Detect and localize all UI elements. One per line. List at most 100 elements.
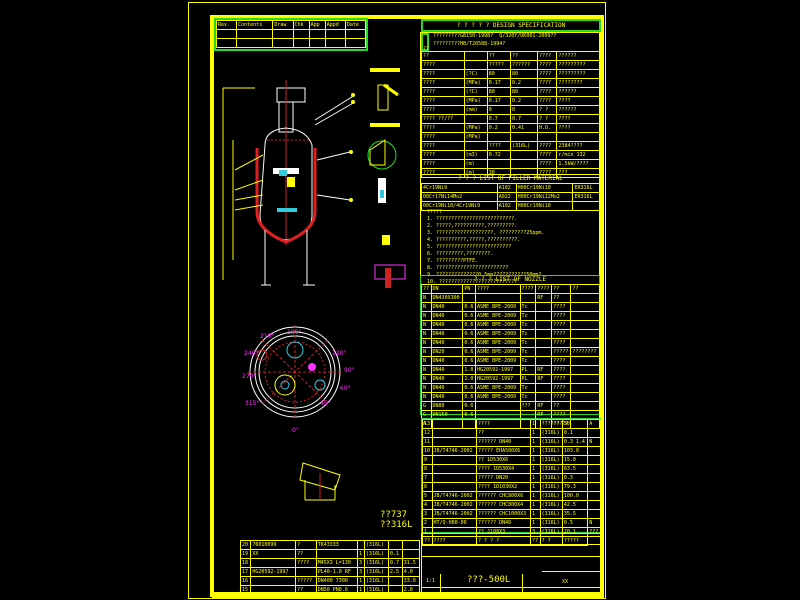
spec-unit: (m3) (463, 150, 488, 160)
spec-pv: ??? (556, 168, 600, 178)
spec-row: ????(m)30??????? (421, 168, 600, 178)
spec-p: ???? (537, 87, 558, 97)
spec-pv: ???????? (556, 78, 600, 88)
spec-v1: 80 (486, 87, 512, 97)
spec-unit (463, 141, 488, 151)
table-cell: JB/T4746-2002 (431, 509, 478, 519)
table-cell: 0.6 (462, 302, 477, 312)
table-cell (570, 383, 600, 393)
spec-pv: ?????? (556, 105, 600, 115)
table-cell: ? (295, 540, 317, 550)
table-cell: ???? (551, 356, 572, 366)
table-cell: 1 (530, 437, 541, 447)
table-cell: RF (535, 365, 553, 375)
table-cell: Tc (519, 311, 537, 321)
table-cell: 35.5 (561, 509, 589, 519)
scale-value: 1:1 (426, 578, 436, 584)
table-cell: ???? (295, 558, 317, 568)
spec-name: ???? ??/?? (421, 114, 465, 124)
table-cell (431, 437, 478, 447)
table-cell: 0.6 (462, 311, 477, 321)
table-cell: ???? (551, 302, 572, 312)
table-cell: (316L) (539, 428, 563, 438)
table-cell (587, 428, 601, 438)
table-cell (431, 455, 478, 465)
table-cell (519, 293, 537, 303)
table-cell: 4 (422, 500, 433, 510)
spec-name: ???? (421, 150, 465, 160)
table-cell: A022 (496, 192, 517, 202)
table-cell: (316L) (363, 567, 390, 577)
table-cell: ER316L (572, 192, 600, 202)
table-cell: 0.1 (388, 549, 403, 559)
spec-unit: (MPa) (463, 132, 488, 142)
table-cell (587, 473, 601, 483)
table-cell (570, 338, 600, 348)
rev-header: Appd (324, 20, 346, 30)
spec-pv: ???? (556, 114, 600, 124)
spec-v2: 0.7 (509, 114, 539, 124)
table-cell (535, 383, 553, 393)
rev-header: App (308, 20, 326, 30)
table-cell (570, 320, 600, 330)
table-cell: (316L) (539, 473, 563, 483)
table-cell (431, 428, 478, 438)
spec-name: ?? (421, 51, 465, 61)
note-item: 10. ?????????????????????????? (427, 279, 518, 285)
table-cell: DN40 (430, 374, 464, 384)
table-cell (587, 464, 601, 474)
table-cell: RF (535, 293, 553, 303)
table-cell: DN40 (430, 383, 464, 393)
table-cell: ASME BPE-2009 (475, 302, 521, 312)
table-cell (570, 293, 600, 303)
spec-p: ???? (537, 69, 558, 79)
spec-row: ???????????????????????????? (421, 60, 600, 70)
spec-v2: ?????? (509, 60, 539, 70)
table-cell: ASME BPE-2009 (475, 320, 521, 330)
table-cell: (316L) (363, 549, 390, 559)
table-cell: PL40-1.0 RF (315, 567, 359, 577)
table-cell (587, 455, 601, 465)
spec-v2: ?? (509, 51, 539, 61)
table-cell: 7 (422, 473, 433, 483)
svg-text:0°: 0° (292, 427, 299, 434)
material-line-1: ??737 (380, 510, 408, 520)
table-cell: ???? (551, 383, 572, 393)
table-cell (295, 567, 317, 577)
table-cell: ?? (551, 293, 572, 303)
table-cell: DN20 (430, 347, 464, 357)
spec-unit (463, 51, 488, 61)
table-cell: 2 (422, 518, 433, 528)
spec-v1: 0.17 (486, 96, 512, 106)
table-cell: DN (430, 284, 464, 294)
spec-p: ???? (537, 96, 558, 106)
spec-v2: (316L) (509, 141, 539, 151)
table-cell: (316L) (539, 482, 563, 492)
table-cell (535, 302, 553, 312)
notes-title: ????? (427, 209, 443, 215)
note-item: 7. ?????????PTFE. (427, 258, 479, 264)
support-detail-view (299, 462, 341, 501)
table-cell: ?????? CHC1000X3 (476, 509, 532, 519)
spec-v1: ????? (486, 60, 512, 70)
spec-p: ???? (537, 141, 558, 151)
table-cell: Tc (519, 383, 537, 393)
material-line-2: ??316L (380, 520, 413, 530)
table-cell: DN430X300 (430, 293, 464, 303)
table-cell: 00Cr19Ni10/4Cr19Ni9 (421, 201, 498, 211)
table-cell (388, 576, 403, 586)
table-cell: ASME BPE-2009 (475, 311, 521, 321)
spec-v1: ?? (486, 51, 512, 61)
note-item: 3. ???????????????????, ?????????25ppm. (427, 230, 545, 236)
table-cell (587, 446, 601, 456)
